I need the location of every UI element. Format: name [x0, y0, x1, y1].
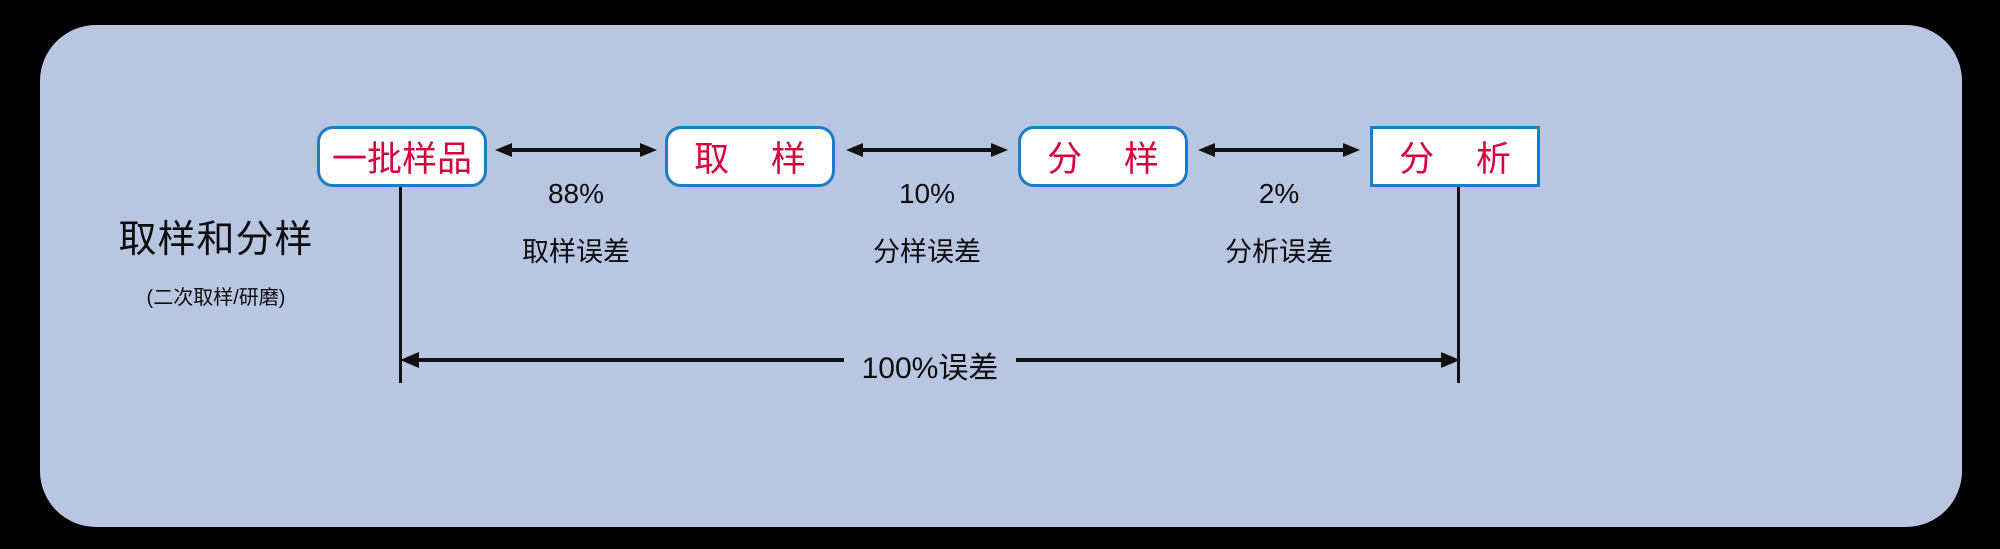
diagram-caption: 取样和分样 (二次取样/研磨) [86, 219, 346, 310]
node-sampling[interactable]: 取 样 [665, 126, 835, 187]
link-error-label: 取样误差 [522, 237, 630, 267]
link-analysis-error: 2% 分析误差 [1198, 126, 1360, 267]
node-subsampling[interactable]: 分 样 [1018, 126, 1188, 187]
total-error-label: 100%误差 [843, 352, 1017, 385]
drop-line-right [1457, 187, 1460, 383]
drop-line-left [399, 187, 402, 383]
link-percent: 10% [898, 178, 956, 209]
link-error-label: 分析误差 [1225, 237, 1333, 267]
link-subsampling-error: 10% 分样误差 [846, 126, 1008, 267]
total-error-span: 100%误差 [400, 335, 1460, 385]
node-batch-sample[interactable]: 一批样品 [317, 126, 487, 187]
diagram-panel: 取样和分样 (二次取样/研磨) 一批样品 取 样 分 样 分 析 88% 取样误… [40, 25, 1962, 527]
caption-title: 取样和分样 [118, 219, 314, 261]
caption-subtitle: (二次取样/研磨) [146, 286, 286, 309]
node-analysis[interactable]: 分 析 [1370, 126, 1540, 187]
link-percent: 88% [547, 178, 605, 209]
link-error-label: 分样误差 [873, 237, 981, 267]
total-error-label-wrap: 100%误差 [400, 343, 1460, 387]
double-arrow-icon [846, 143, 1008, 157]
link-percent: 2% [1258, 178, 1300, 209]
double-arrow-icon [1198, 143, 1360, 157]
double-arrow-icon [495, 143, 657, 157]
link-sampling-error: 88% 取样误差 [495, 126, 657, 267]
